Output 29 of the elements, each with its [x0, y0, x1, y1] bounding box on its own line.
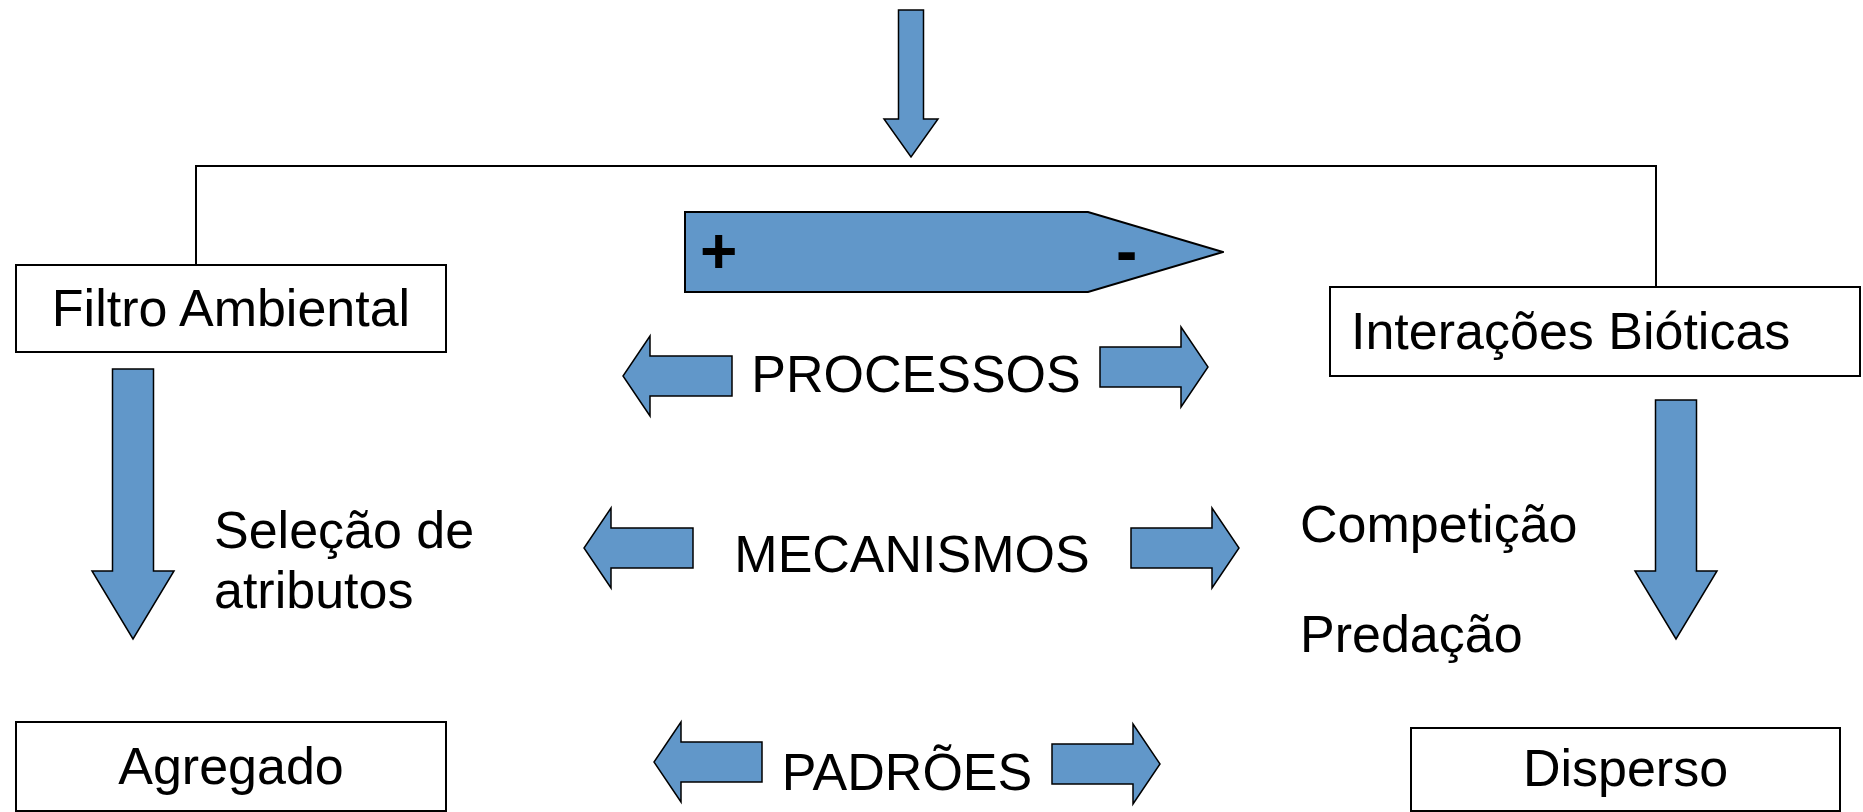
block-arrow — [1633, 399, 1719, 641]
process-box — [1329, 286, 1861, 377]
label-text: Agregado — [118, 737, 344, 797]
sign-text: - — [1116, 218, 1138, 283]
label-text: Seleção de atributos — [214, 501, 476, 621]
label-text: MECANISMOS — [734, 525, 1090, 585]
block-arrow — [1130, 505, 1240, 591]
block-arrow — [653, 719, 763, 805]
label-text: Filtro Ambiental — [51, 278, 411, 339]
bracket-line — [195, 165, 1657, 167]
label-text: PROCESSOS — [751, 345, 1081, 405]
connector-line — [195, 166, 197, 265]
gradient-arrow-shape — [684, 211, 1224, 293]
block-arrow — [622, 333, 733, 419]
block-arrow — [583, 505, 694, 591]
label-text: Interações Bióticas — [1351, 301, 1791, 362]
connector-line — [1655, 166, 1657, 287]
block-arrow — [1099, 324, 1209, 410]
label-text: Disperso — [1522, 739, 1729, 799]
label-text: Competição — [1300, 495, 1578, 555]
process-box — [1410, 727, 1841, 812]
block-arrow — [1051, 721, 1161, 807]
block-arrow — [882, 9, 940, 159]
block-arrow — [90, 368, 176, 641]
process-box — [15, 264, 447, 353]
label-text: PADRÕES — [781, 743, 1033, 803]
process-box — [15, 721, 447, 812]
label-text: Predação — [1300, 605, 1523, 665]
sign-text: + — [700, 218, 738, 283]
